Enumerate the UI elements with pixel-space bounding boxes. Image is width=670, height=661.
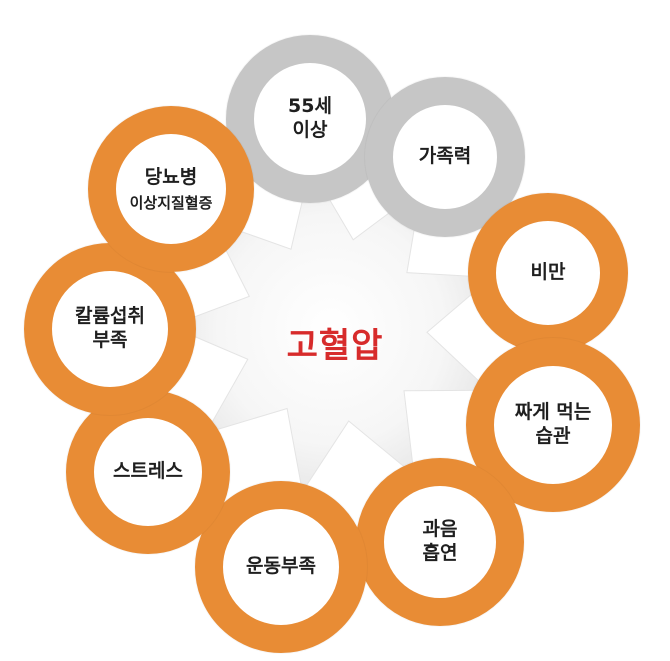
factor-obesity: 비만 [468, 193, 628, 353]
factor-drinking-smoking-line1: 과음 [422, 518, 458, 541]
factor-stress: 스트레스 [66, 390, 230, 554]
factor-family-history-label: 가족력 [418, 145, 472, 168]
factor-dyslipidemia-label: 이상지질혈증 [129, 193, 213, 212]
center-label: 고혈압 [286, 326, 384, 366]
factor-drinking-smoking: 과음 흡연 [356, 458, 524, 626]
starburst-shape [168, 165, 493, 494]
factor-potassium-deficiency-line1: 칼륨섭취 [75, 305, 145, 328]
factor-obesity-label: 비만 [530, 261, 566, 284]
factor-salty-habit-line1: 짜게 먹는 [514, 401, 592, 424]
factor-diabetes-label: 당뇨병 [144, 165, 198, 188]
factor-age-line1: 55세 [288, 95, 332, 118]
factor-lack-of-exercise-label: 운동부족 [246, 555, 316, 578]
factor-age-line2: 이상 [292, 119, 328, 141]
factor-diabetes-dyslipidemia: 당뇨병 이상지질혈증 [88, 106, 254, 272]
factor-stress-label: 스트레스 [113, 460, 183, 483]
factor-drinking-smoking-line2: 흡연 [422, 542, 458, 564]
factor-salty-habit-line2: 습관 [535, 425, 571, 447]
factor-potassium-deficiency-line2: 부족 [92, 329, 128, 351]
